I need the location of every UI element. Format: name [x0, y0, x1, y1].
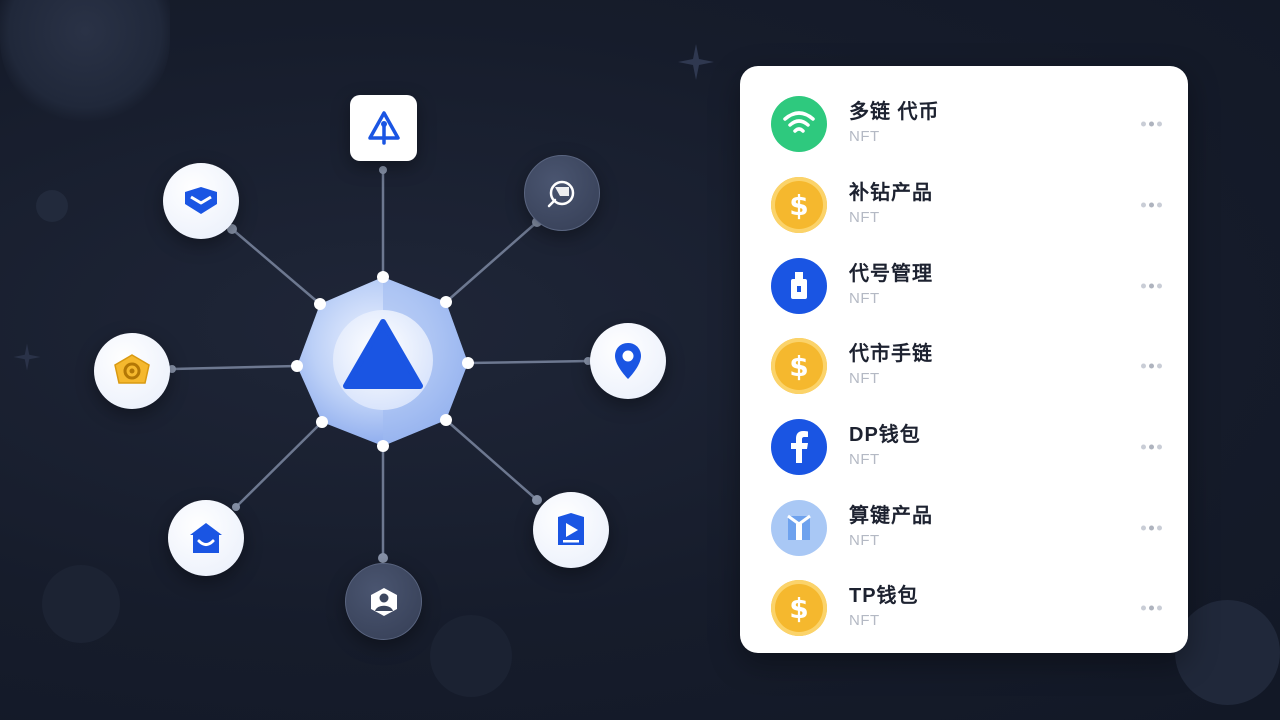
- hub-diagram: [168, 166, 592, 563]
- list-item[interactable]: DP钱包 NFT: [740, 407, 1188, 488]
- facebook-icon: [771, 419, 827, 476]
- bg-dot-decoration: [1175, 600, 1280, 705]
- connector-dots: [291, 271, 474, 452]
- list-item-title: TP钱包: [849, 585, 919, 608]
- svg-text:$: $: [789, 592, 808, 625]
- list-item[interactable]: 算键产品 NFT: [740, 487, 1188, 568]
- list-item-subtitle: NFT: [849, 128, 880, 146]
- token-list-panel: 多链 代币 NFT $ 补钻产品 NFT 代号管理 NFT: [740, 66, 1188, 653]
- node-bottom-right[interactable]: [533, 492, 609, 568]
- more-options-icon[interactable]: [1141, 363, 1162, 369]
- list-item[interactable]: 多链 代币 NFT: [740, 84, 1188, 165]
- hub-center[interactable]: [297, 277, 468, 446]
- node-top-right[interactable]: [524, 155, 600, 231]
- list-item[interactable]: $ TP钱包 NFT: [740, 568, 1188, 649]
- node-top-left[interactable]: [163, 163, 239, 239]
- node-right[interactable]: [590, 323, 666, 399]
- list-item-title: DP钱包: [849, 424, 921, 447]
- more-options-icon[interactable]: [1141, 605, 1162, 611]
- more-options-icon[interactable]: [1141, 444, 1162, 450]
- more-options-icon[interactable]: [1141, 525, 1162, 531]
- list-item-subtitle: NFT: [849, 531, 880, 549]
- list-item-title: 代号管理: [849, 262, 933, 285]
- list-item[interactable]: $ 代市手链 NFT: [740, 326, 1188, 407]
- blue-triangle-icon: [343, 319, 423, 389]
- list-item[interactable]: 代号管理 NFT: [740, 245, 1188, 326]
- more-options-icon[interactable]: [1141, 121, 1162, 127]
- pyramid-logo-icon: [367, 111, 400, 145]
- list-item-subtitle: NFT: [849, 209, 880, 227]
- bookmark-box-icon: [771, 499, 827, 556]
- dollar-coin-icon: $: [771, 580, 827, 637]
- crosshair-chat-icon: [547, 180, 575, 208]
- more-options-icon[interactable]: [1141, 283, 1162, 289]
- wifi-icon: [771, 96, 827, 153]
- more-options-icon[interactable]: [1141, 202, 1162, 208]
- home-icon: [190, 523, 222, 553]
- person-badge-icon: [370, 587, 397, 616]
- list-item-title: 多链 代币: [849, 101, 940, 124]
- svg-text:$: $: [789, 189, 808, 222]
- node-bottom-left[interactable]: [168, 500, 244, 576]
- usb-drive-icon: [771, 257, 827, 314]
- svg-text:$: $: [789, 350, 808, 383]
- map-pin-icon: [615, 343, 641, 379]
- list-item-subtitle: NFT: [849, 370, 880, 388]
- dollar-coin-icon: $: [771, 338, 827, 395]
- list-item-title: 补钻产品: [849, 182, 933, 205]
- gold-hexagon-icon: [114, 354, 150, 384]
- dollar-coin-icon: $: [771, 177, 827, 234]
- graduation-cap-icon: [185, 187, 217, 214]
- list-item[interactable]: $ 补钻产品 NFT: [740, 165, 1188, 246]
- node-left[interactable]: [94, 333, 170, 409]
- node-top[interactable]: [350, 95, 417, 161]
- play-document-icon: [558, 513, 584, 545]
- list-item-subtitle: NFT: [849, 612, 880, 630]
- list-item-subtitle: NFT: [849, 451, 880, 469]
- node-bottom[interactable]: [345, 563, 422, 640]
- connector-lines: [171, 168, 591, 558]
- list-item-title: 代市手链: [849, 343, 933, 366]
- list-item-subtitle: NFT: [849, 289, 880, 307]
- list-item-title: 算键产品: [849, 504, 933, 527]
